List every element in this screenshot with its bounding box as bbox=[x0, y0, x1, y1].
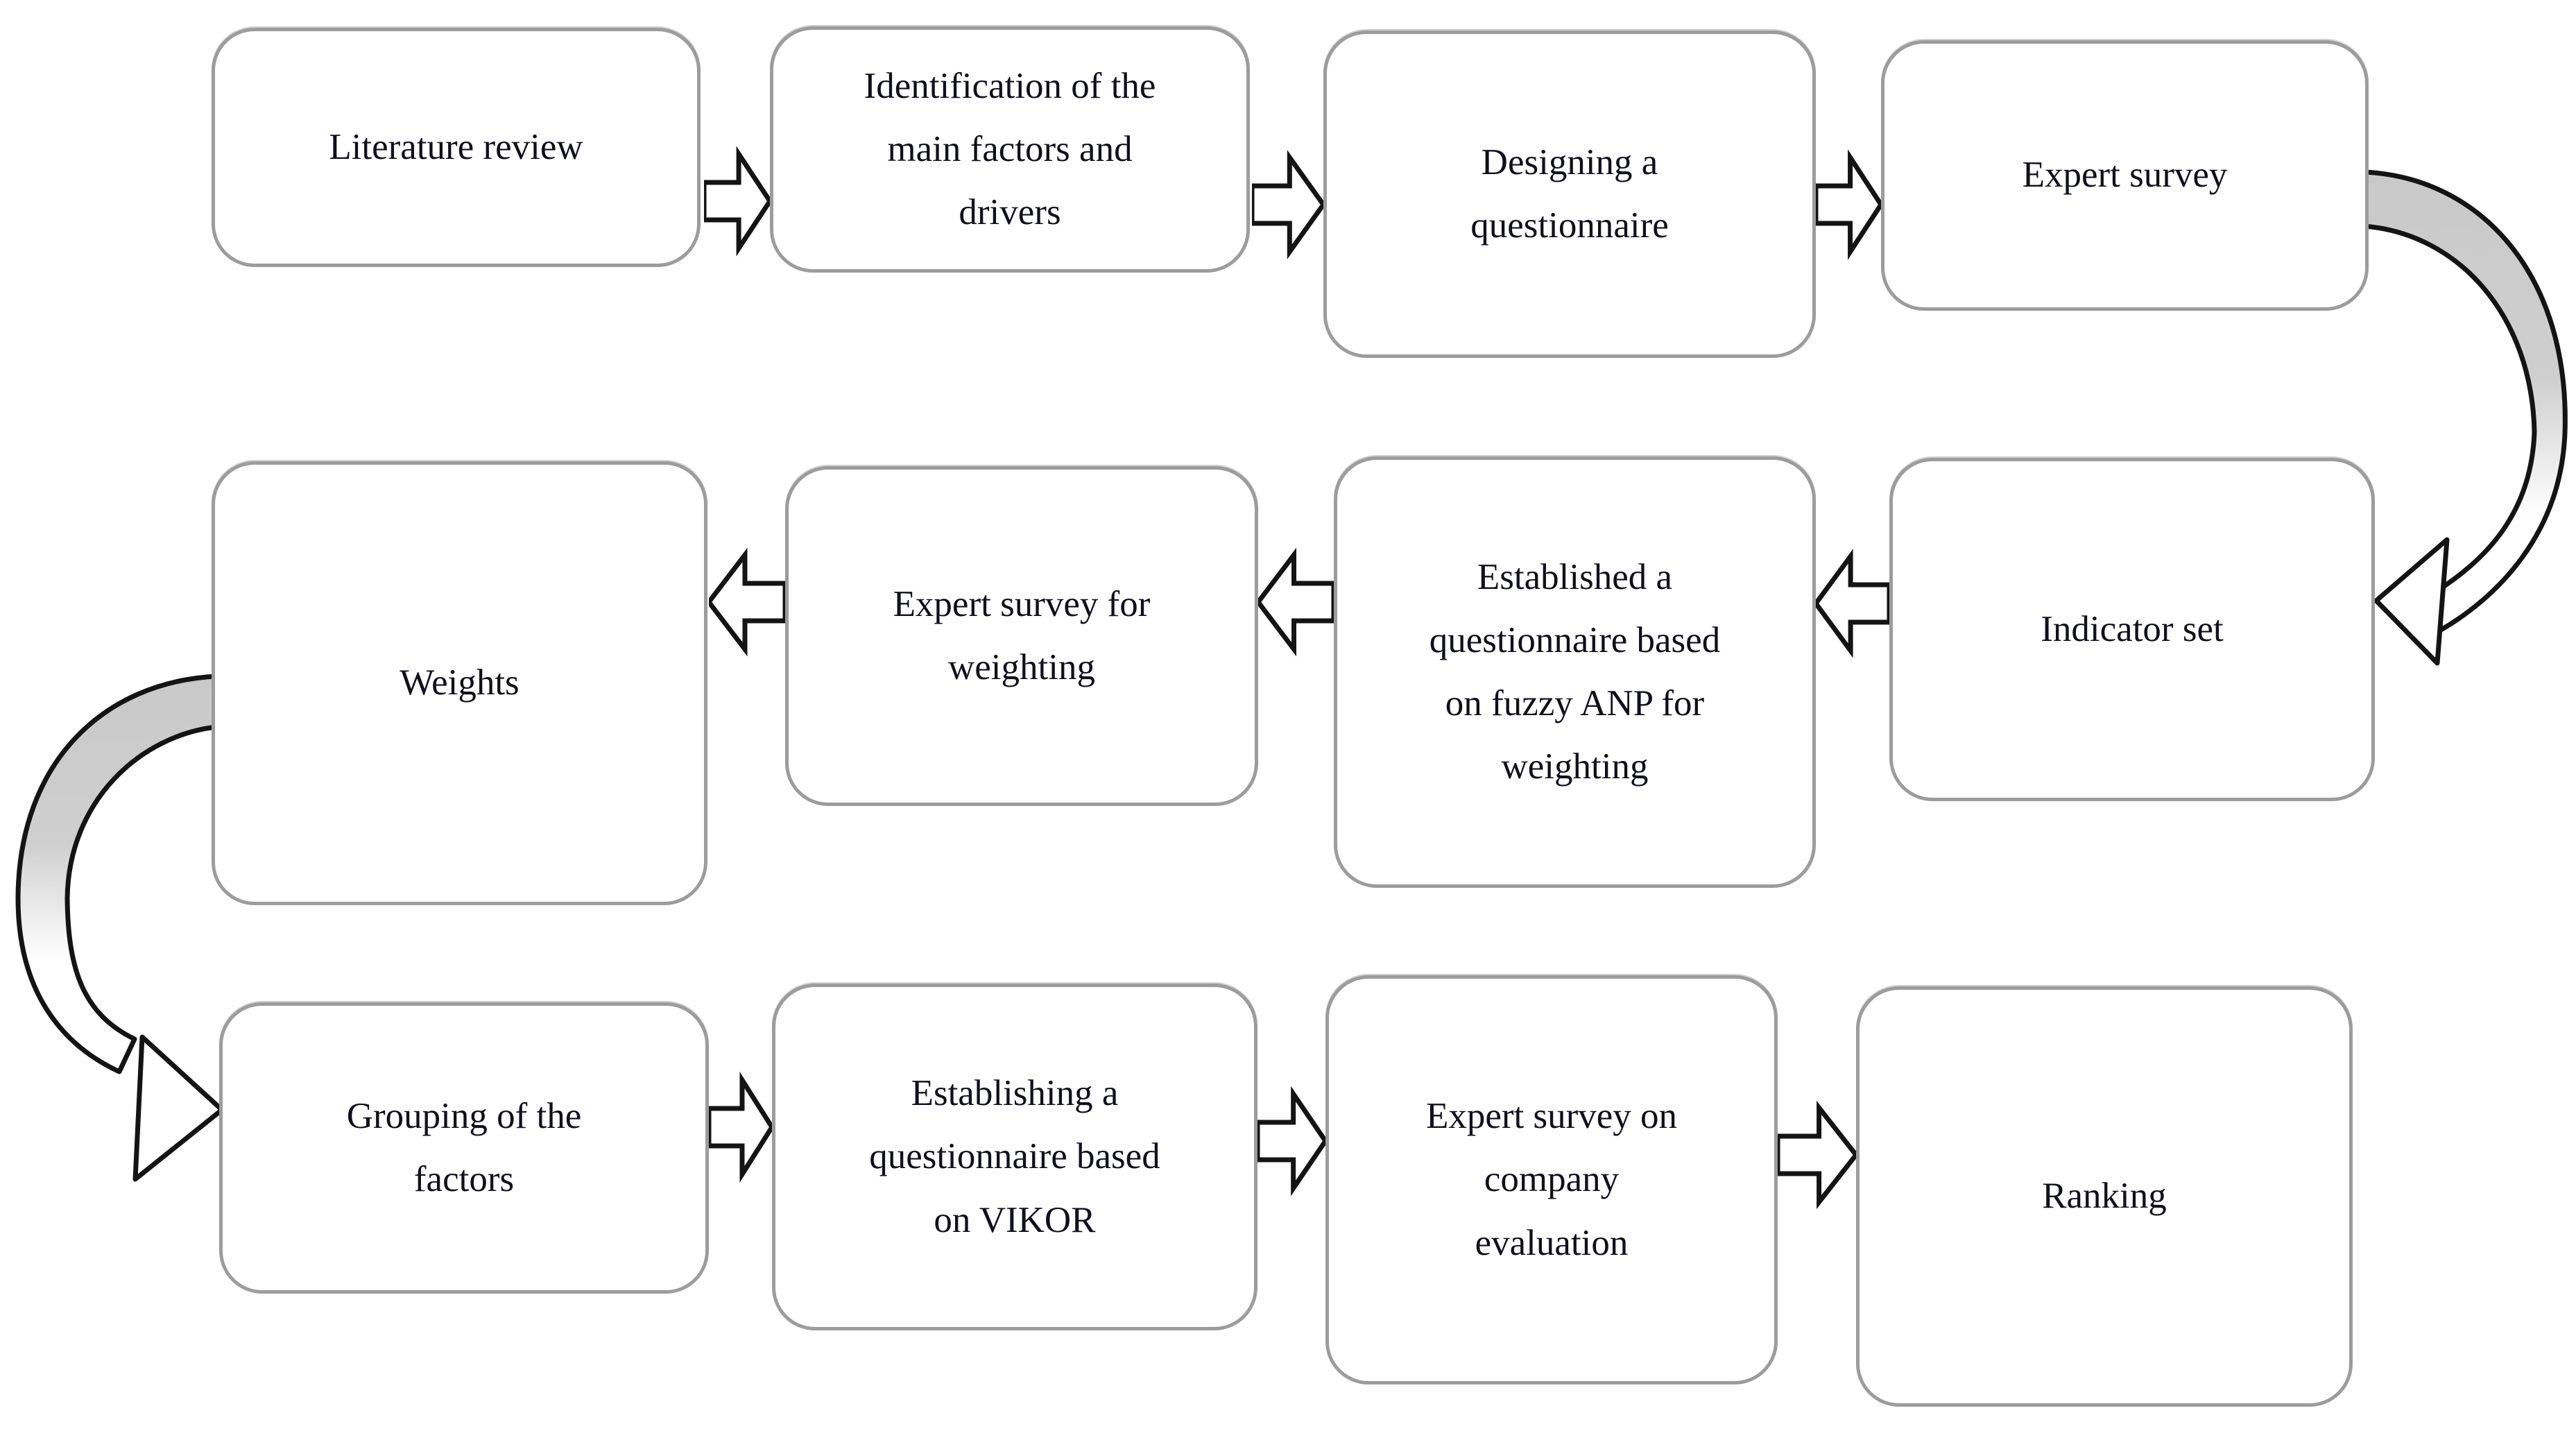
node-fuzzy-anp-questionnaire: Established a questionnaire based on fuz… bbox=[1334, 456, 1816, 888]
node-expert-survey: Expert survey bbox=[1881, 40, 2369, 311]
node-expert-survey-weighting-label: Expert survey for weighting bbox=[893, 583, 1151, 687]
arrow-fuzzy-anp-to-expert-survey-weighting-icon bbox=[1258, 547, 1334, 658]
curved-arrow-weights-to-grouping bbox=[15, 674, 225, 1182]
arrow-expert-survey-company-to-ranking-icon bbox=[1778, 1099, 1856, 1210]
node-grouping-factors-label: Grouping of the factors bbox=[346, 1095, 582, 1199]
arrow-vikor-to-expert-survey-company-icon bbox=[1257, 1086, 1325, 1197]
node-vikor-questionnaire-label: Establishing a questionnaire based on VI… bbox=[869, 1073, 1160, 1240]
node-identification-label: Identification of the main factors and d… bbox=[864, 65, 1156, 233]
node-expert-survey-company: Expert survey on company evaluation bbox=[1325, 975, 1778, 1385]
arrow-designing-to-expert-survey-icon bbox=[1816, 149, 1881, 260]
arrow-grouping-to-vikor-icon bbox=[709, 1072, 772, 1183]
node-grouping-factors: Grouping of the factors bbox=[219, 1002, 709, 1294]
node-vikor-questionnaire: Establishing a questionnaire based on VI… bbox=[772, 984, 1257, 1330]
arrow-expert-survey-weighting-to-weights-icon bbox=[709, 547, 785, 658]
node-expert-survey-company-label: Expert survey on company evaluation bbox=[1425, 1096, 1678, 1263]
node-ranking: Ranking bbox=[1856, 986, 2353, 1407]
node-fuzzy-anp-questionnaire-label: Established a questionnaire based on fuz… bbox=[1429, 556, 1721, 787]
node-expert-survey-label: Expert survey bbox=[2022, 155, 2228, 196]
node-ranking-label: Ranking bbox=[2042, 1176, 2167, 1217]
node-weights-label: Weights bbox=[400, 662, 520, 703]
node-indicator-set-label: Indicator set bbox=[2041, 608, 2224, 649]
arrow-literature-to-identification-icon bbox=[704, 146, 770, 257]
arrow-indicator-set-to-fuzzy-anp-icon bbox=[1816, 548, 1889, 659]
node-designing-questionnaire: Designing a questionnaire bbox=[1323, 31, 1816, 358]
node-expert-survey-weighting: Expert survey for weighting bbox=[785, 466, 1258, 806]
node-weights: Weights bbox=[212, 461, 707, 905]
curved-arrow-expert-survey-to-indicator-set bbox=[2361, 169, 2568, 666]
node-literature-review-label: Literature review bbox=[329, 126, 583, 167]
node-designing-questionnaire-label: Designing a questionnaire bbox=[1470, 142, 1669, 246]
node-indicator-set: Indicator set bbox=[1889, 458, 2375, 801]
arrow-identification-to-designing-icon bbox=[1252, 149, 1323, 260]
node-identification: Identification of the main factors and d… bbox=[770, 26, 1250, 273]
node-literature-review: Literature review bbox=[212, 28, 701, 267]
